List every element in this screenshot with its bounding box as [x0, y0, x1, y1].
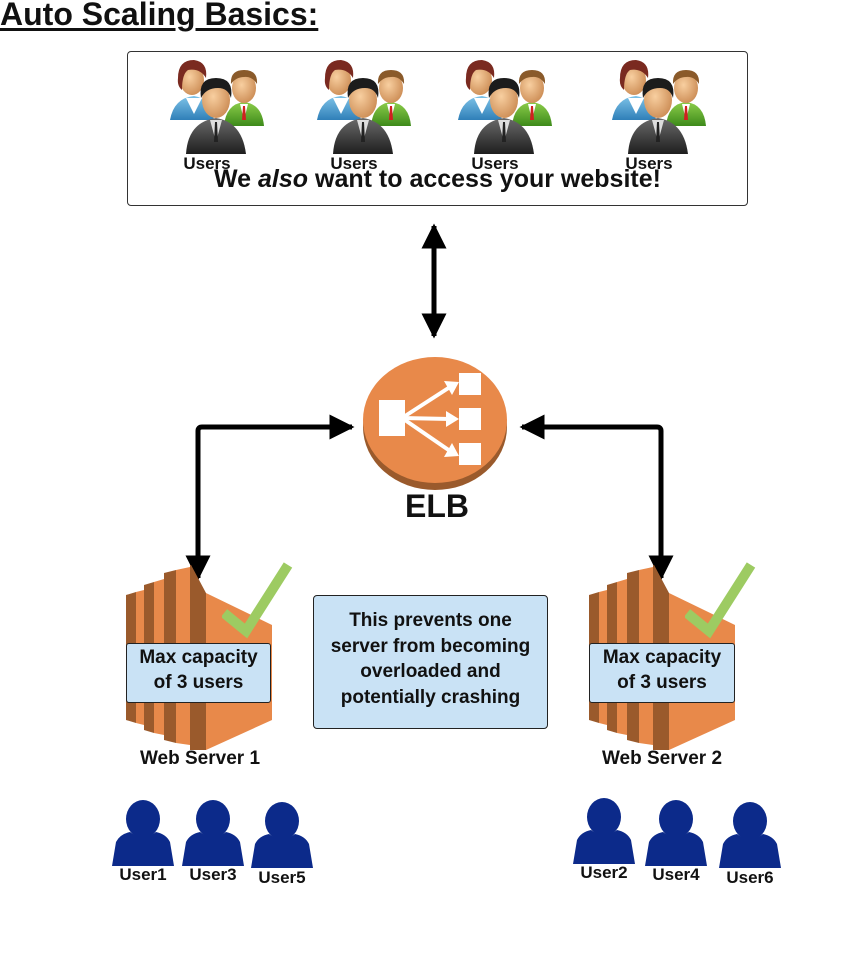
user-group-label: Users: [625, 154, 673, 173]
users-message: We also want to access your website!: [127, 165, 748, 194]
user-item: User2: [571, 798, 637, 888]
user-label: User5: [258, 868, 306, 887]
user-label: User6: [726, 868, 774, 887]
elb-server1-arrow: [185, 414, 355, 581]
user-label: User4: [652, 865, 700, 884]
user-group: Users: [594, 54, 706, 173]
user-item: User1: [110, 800, 176, 890]
person-icon: [110, 800, 176, 871]
info-box: This prevents one server from becoming o…: [313, 595, 548, 729]
user-item: User4: [643, 800, 709, 890]
info-line: overloaded and: [360, 661, 501, 682]
user-item: User5: [249, 802, 315, 892]
capacity-line: Max capacity: [602, 647, 722, 668]
person-icon: [643, 800, 709, 871]
person-icon: [180, 800, 246, 871]
user-item: User6: [717, 802, 783, 892]
user-group: Users: [299, 54, 411, 173]
user-label: User1: [119, 865, 167, 884]
user-group: Users: [440, 54, 552, 173]
user-group-label: Users: [330, 154, 378, 173]
person-icon: [717, 802, 783, 873]
user-group-label: Users: [471, 154, 519, 173]
info-line: potentially crashing: [340, 686, 521, 708]
person-icon: [571, 798, 637, 869]
server-label: Web Server 2: [601, 748, 723, 769]
user-label: User2: [580, 863, 628, 882]
user-group-label: Users: [183, 154, 231, 173]
elb-label: ELB: [405, 488, 469, 524]
server-label: Web Server 1: [139, 748, 261, 769]
checkmark-icon: [222, 562, 293, 639]
user-group: Users: [152, 54, 264, 173]
message-prefix: We: [214, 165, 259, 193]
person-icon: [249, 802, 315, 873]
message-suffix: want to access your website!: [308, 165, 661, 193]
capacity-line: Max capacity: [139, 647, 258, 668]
user-label: User3: [189, 865, 237, 884]
capacity-line: of 3 users: [617, 672, 707, 693]
info-line: This prevents one: [349, 610, 512, 631]
elb-server2-arrow: [519, 414, 674, 581]
capacity-box: Max capacity of 3 users: [126, 643, 271, 703]
load-balancer-icon: [363, 357, 507, 490]
diagram-title: Auto Scaling Basics:: [0, 0, 319, 32]
capacity-box: Max capacity of 3 users: [589, 643, 735, 703]
capacity-line: of 3 users: [153, 672, 244, 693]
web-server-1: Max capacity of 3 users: [126, 562, 296, 750]
info-line: server from becoming: [330, 635, 531, 657]
user-item: User3: [180, 800, 246, 890]
checkmark-icon: [685, 562, 756, 639]
message-emphasis: also: [258, 165, 309, 193]
web-server-2: Max capacity of 3 users: [589, 562, 759, 750]
